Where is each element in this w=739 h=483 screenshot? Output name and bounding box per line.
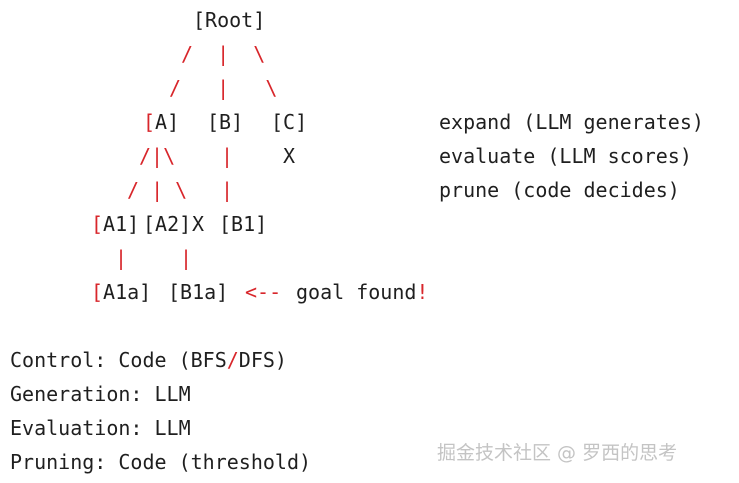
role-evaluation: Evaluation: LLM — [10, 416, 191, 440]
node-a-label: A] — [155, 110, 180, 134]
node-a1-bracket: [ — [91, 212, 104, 236]
node-a1a-bracket: [ — [91, 280, 104, 304]
role-generation: Generation: LLM — [10, 382, 191, 406]
node-c-pruned-mark: X — [283, 144, 296, 168]
node-a-branches-2: / | \ — [127, 178, 188, 202]
role-pruning: Pruning: Code (threshold) — [10, 450, 312, 474]
node-a2-pruned-mark: X — [192, 212, 205, 236]
step-evaluate: evaluate (LLM scores) — [439, 144, 692, 168]
node-a: [A] — [143, 110, 179, 134]
goal-found-bang: ! — [416, 280, 429, 304]
role-control-post: DFS) — [238, 348, 287, 372]
node-a1-label: A1] — [103, 212, 140, 236]
step-prune: prune (code decides) — [439, 178, 680, 202]
node-a1a: [A1a] — [91, 280, 151, 304]
step-expand: expand (LLM generates) — [439, 110, 704, 134]
node-a1-branch: | — [115, 246, 128, 270]
node-b1: [B1] — [219, 212, 268, 236]
role-control-pre: Control: Code (BFS — [10, 348, 227, 372]
node-a-branches-1: /|\ — [139, 144, 176, 168]
root-node: [Root] — [193, 8, 266, 32]
role-control: Control: Code (BFS/DFS) — [10, 348, 287, 372]
node-a-bracket: [ — [143, 110, 156, 134]
goal-found-label: goal found! — [296, 280, 428, 304]
root-branches-2: / | \ — [169, 76, 278, 100]
node-b: [B] — [207, 110, 244, 134]
node-b1a: [B1a] — [168, 280, 229, 304]
role-control-slash: / — [226, 348, 239, 372]
goal-arrow: <-- — [245, 280, 282, 304]
root-branches-1: / | \ — [181, 42, 266, 66]
node-b-branch-2: | — [221, 178, 234, 202]
node-b-branch-1: | — [221, 144, 234, 168]
node-b1-branch: | — [180, 246, 193, 270]
node-a2: [A2] — [143, 212, 192, 236]
node-a1: [A1] — [91, 212, 139, 236]
goal-found-text: goal found — [296, 280, 417, 304]
watermark: 掘金技术社区 @ 罗西的思考 — [437, 442, 678, 464]
node-a1a-label: A1a] — [103, 280, 152, 304]
node-c: [C] — [271, 110, 308, 134]
